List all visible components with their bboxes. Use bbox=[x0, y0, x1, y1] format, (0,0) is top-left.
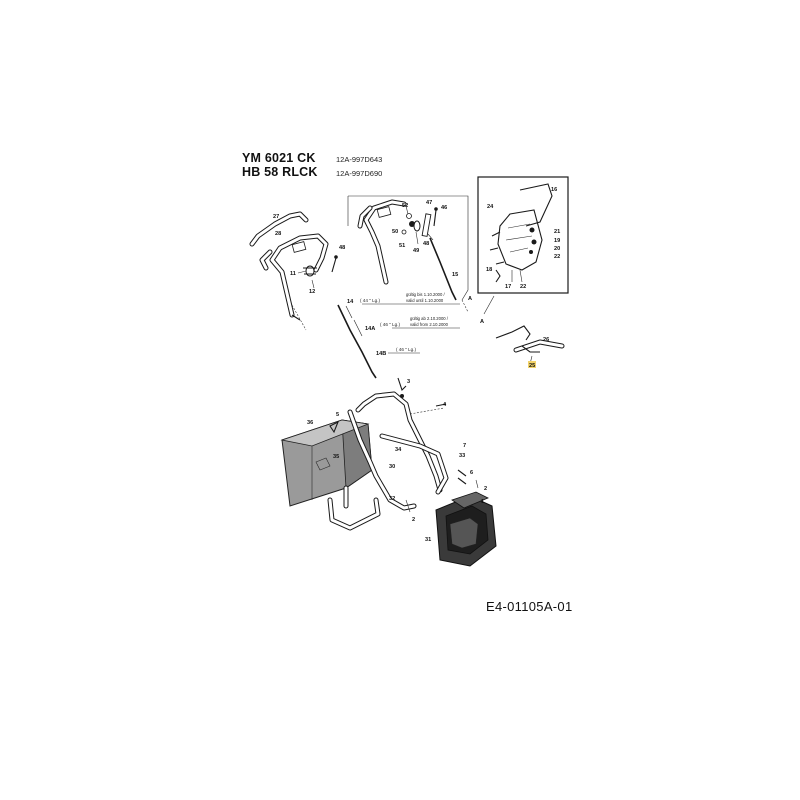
label-3: 3 bbox=[407, 379, 410, 385]
label-20: 20 bbox=[554, 246, 560, 252]
label-14b: 14B bbox=[376, 351, 386, 357]
label-a-pointer: A bbox=[480, 319, 484, 325]
label-48-left: 48 bbox=[339, 245, 345, 251]
label-46: 46 bbox=[441, 205, 447, 211]
note-valid-until-line1: gültig bis 1.10.2000 / bbox=[406, 292, 445, 297]
label-47: 47 bbox=[426, 200, 432, 206]
note-valid-from-line1: gültig ab 2.10.2000 / bbox=[410, 316, 449, 321]
note-valid-from-line2: valid from 2.10.2000 bbox=[410, 322, 449, 327]
lower-assembly bbox=[280, 377, 497, 567]
label-48-box: 48 bbox=[423, 241, 429, 247]
label-12: 12 bbox=[309, 289, 315, 295]
upper-handle-left bbox=[249, 211, 338, 331]
label-34: 34 bbox=[395, 447, 402, 453]
label-32: 32 bbox=[389, 496, 395, 502]
label-14: 14 bbox=[347, 299, 354, 305]
label-24: 24 bbox=[487, 204, 494, 210]
cable-length-14b: ( 46 " Lg.) bbox=[396, 347, 416, 352]
detail-a-box bbox=[477, 176, 569, 294]
part-number-2: 12A-997D690 bbox=[336, 169, 383, 178]
handle-detail-box bbox=[347, 195, 469, 313]
control-cables bbox=[337, 303, 460, 379]
label-50: 50 bbox=[392, 229, 398, 235]
detail-a-pointer bbox=[483, 295, 565, 368]
label-30: 30 bbox=[389, 464, 395, 470]
model-name-2: HB 58 RLCK bbox=[242, 165, 318, 179]
label-5: 5 bbox=[336, 412, 339, 418]
label-52: 52 bbox=[402, 203, 408, 209]
label-19: 19 bbox=[554, 238, 560, 244]
label-33: 33 bbox=[459, 453, 465, 459]
label-51: 51 bbox=[399, 243, 405, 249]
label-11: 11 bbox=[290, 271, 296, 277]
label-4: 4 bbox=[443, 402, 447, 408]
label-49: 49 bbox=[413, 248, 419, 254]
cable-length-14: ( 44 " Lg.) bbox=[360, 298, 380, 303]
label-7: 7 bbox=[463, 443, 466, 449]
label-16: 16 bbox=[551, 187, 557, 193]
label-14a: 14A bbox=[365, 326, 375, 332]
label-31: 31 bbox=[425, 537, 431, 543]
diagram-id: E4-01105A-01 bbox=[486, 599, 573, 614]
label-a-box: A bbox=[468, 296, 472, 302]
label-6: 6 bbox=[470, 470, 473, 476]
label-26: 26 bbox=[543, 337, 549, 343]
part-number-1: 12A-997D643 bbox=[336, 155, 383, 164]
label-1: 1 bbox=[481, 499, 484, 505]
cable-length-14a: ( 46 " Lg.) bbox=[380, 322, 400, 327]
label-35: 35 bbox=[333, 454, 339, 460]
label-2-right: 2 bbox=[484, 486, 487, 492]
label-15: 15 bbox=[452, 272, 458, 278]
label-17: 17 bbox=[505, 284, 511, 290]
label-22-bottom: 22 bbox=[520, 284, 526, 290]
label-36: 36 bbox=[307, 420, 313, 426]
label-28: 28 bbox=[275, 231, 281, 237]
label-21: 21 bbox=[554, 229, 560, 235]
label-25: 25 bbox=[529, 363, 535, 369]
label-22-top: 22 bbox=[554, 254, 560, 260]
label-27: 27 bbox=[273, 214, 279, 220]
note-valid-until-line2: valid until 1.10.2000 bbox=[406, 298, 444, 303]
label-18: 18 bbox=[486, 267, 492, 273]
model-name-1: YM 6021 CK bbox=[242, 151, 316, 165]
label-2-left: 2 bbox=[412, 517, 415, 523]
